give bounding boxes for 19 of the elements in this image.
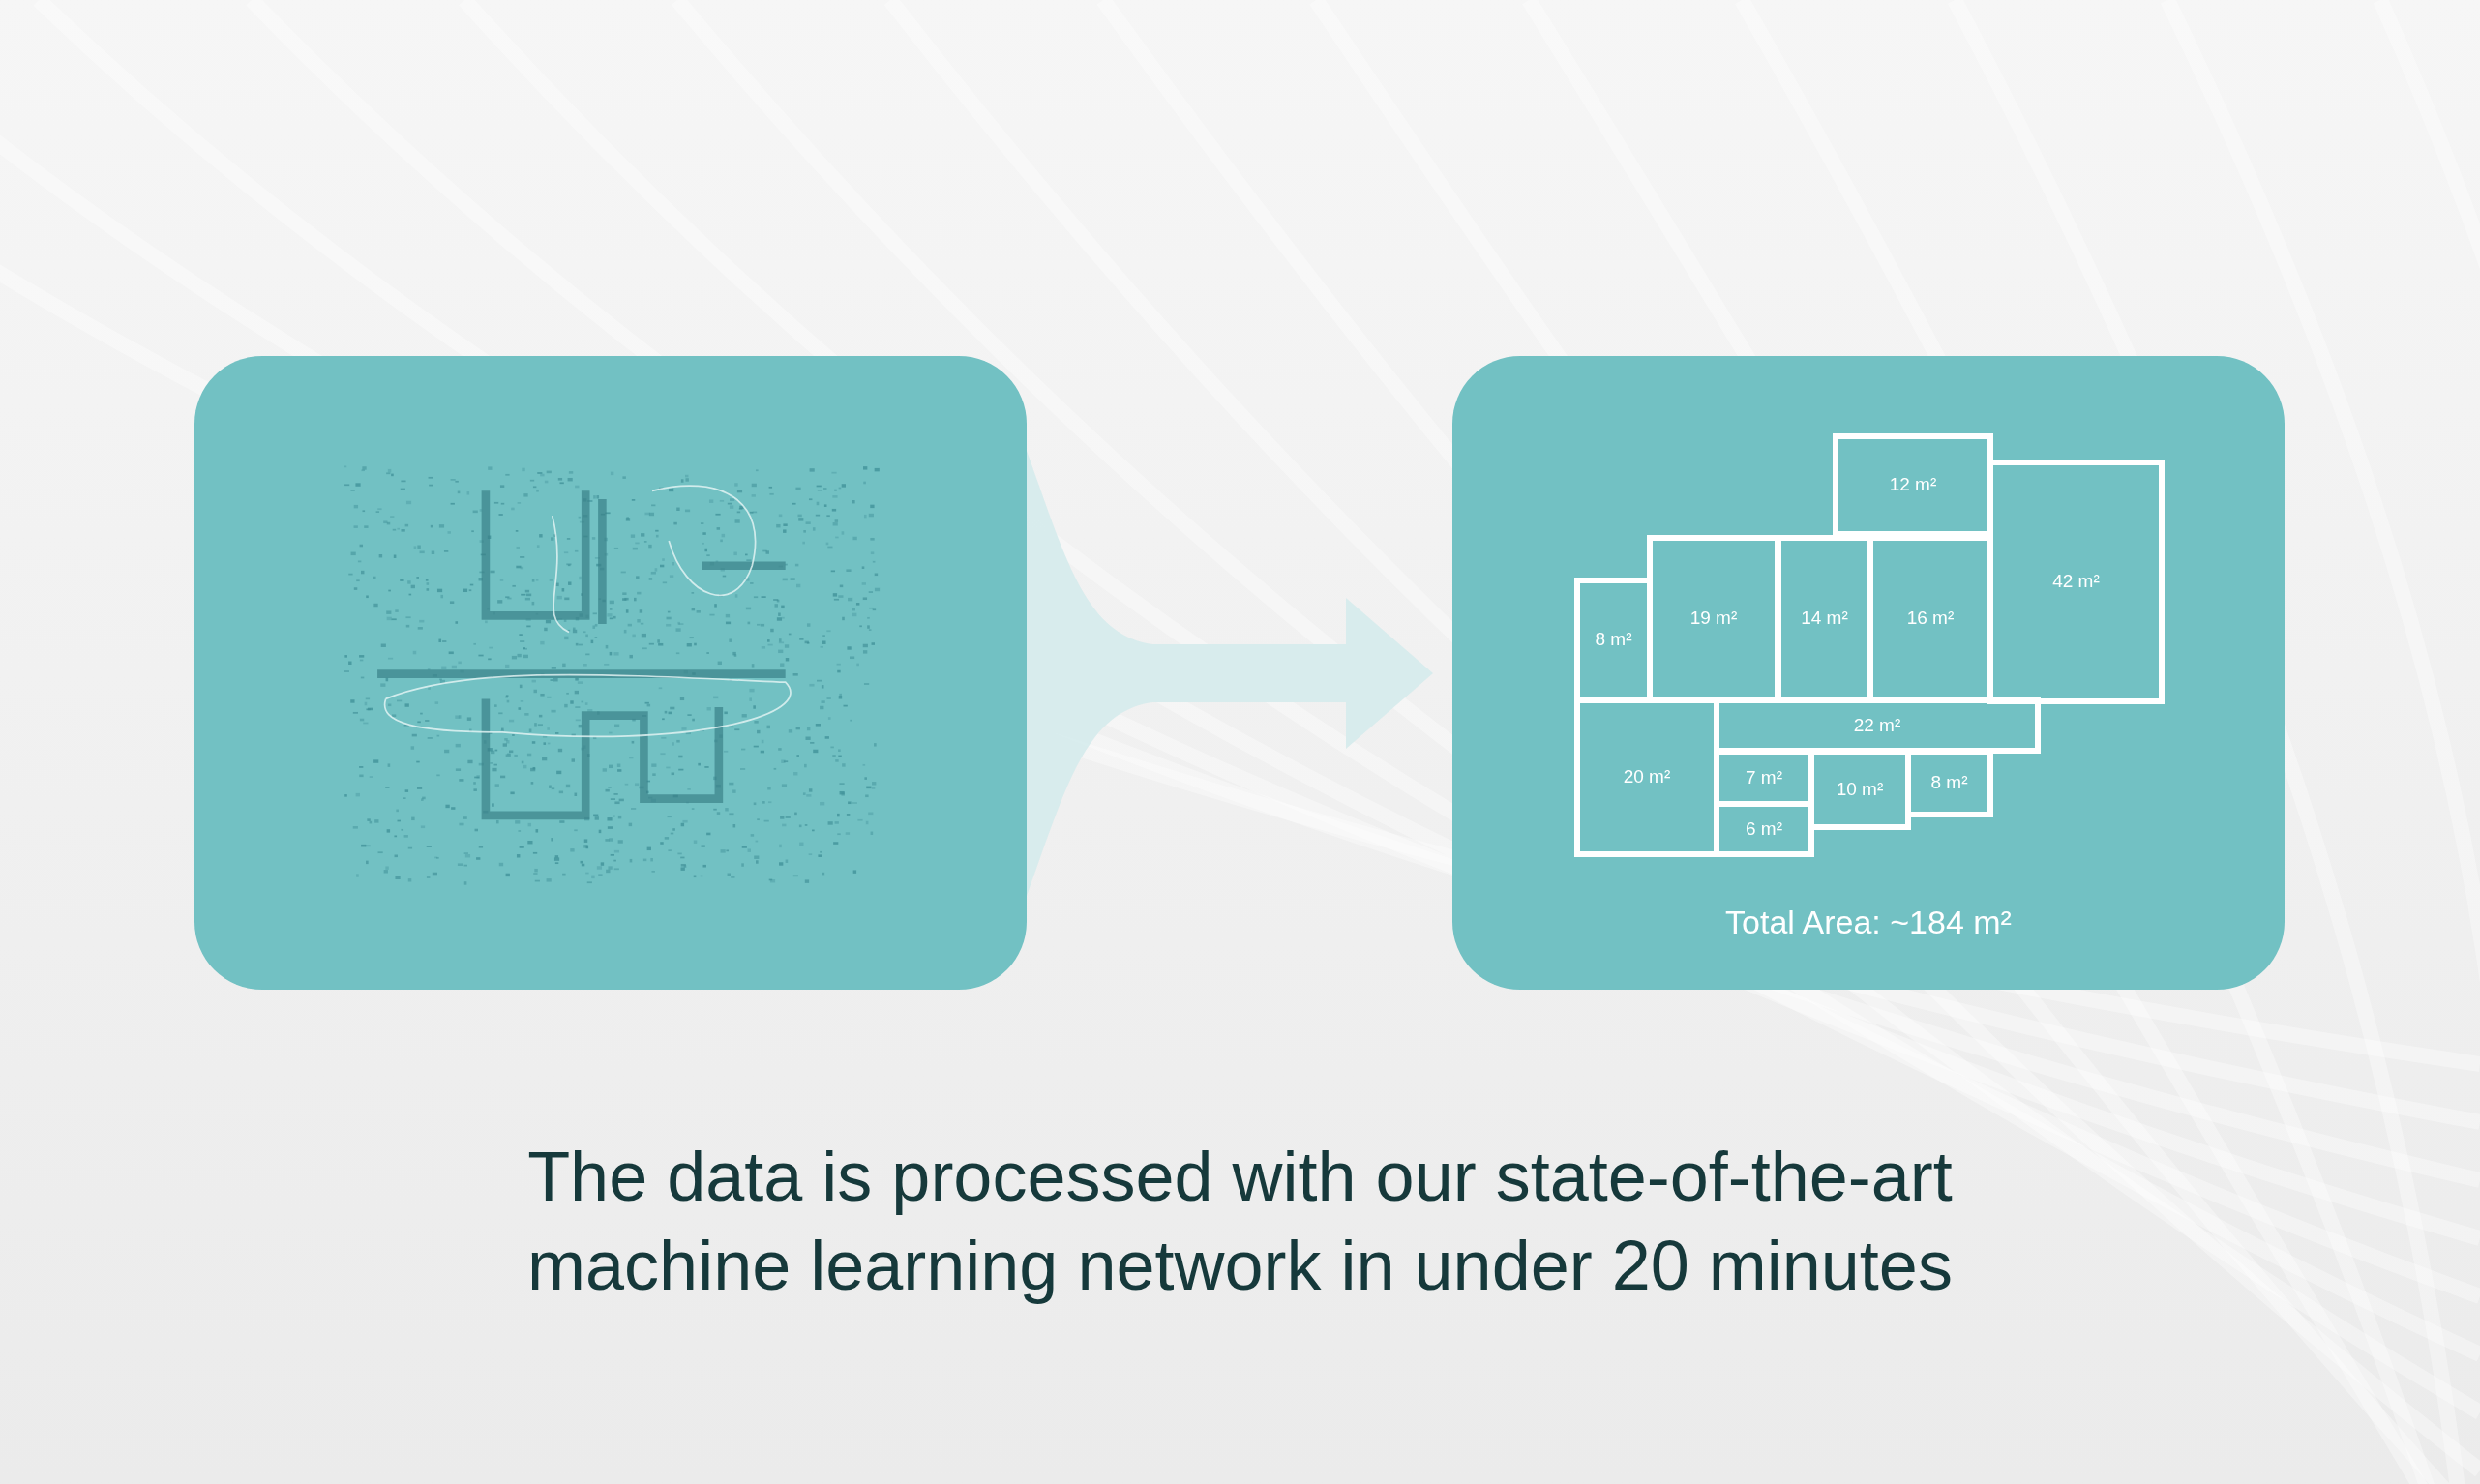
area-label: 14 m² <box>1801 607 1848 631</box>
room-outline <box>1987 460 2165 704</box>
area-label: 16 m² <box>1906 607 1955 631</box>
area-label: 42 m² <box>2052 570 2100 594</box>
area-label: 10 m² <box>1836 777 1884 801</box>
caption: The data is processed with our state-of-the-art machine learning network in under 20 minutes <box>526 1137 1954 1306</box>
area-label: 22 m² <box>1853 713 1901 737</box>
area-label: 20 m² <box>1623 765 1671 789</box>
floor-plan-panel <box>1452 356 2285 990</box>
scan-panel <box>194 356 1027 990</box>
area-label: 12 m² <box>1889 473 1937 497</box>
flow-arrow <box>1027 451 1433 896</box>
area-label: 7 m² <box>1746 765 1782 789</box>
total-area-label: Total Area: ~184 m² <box>1724 903 2013 942</box>
area-label: 8 m² <box>1930 771 1968 795</box>
area-label: 19 m² <box>1689 607 1738 631</box>
area-label: 8 m² <box>1595 628 1632 652</box>
room-outline <box>1833 433 1993 537</box>
area-label: 6 m² <box>1746 816 1782 841</box>
